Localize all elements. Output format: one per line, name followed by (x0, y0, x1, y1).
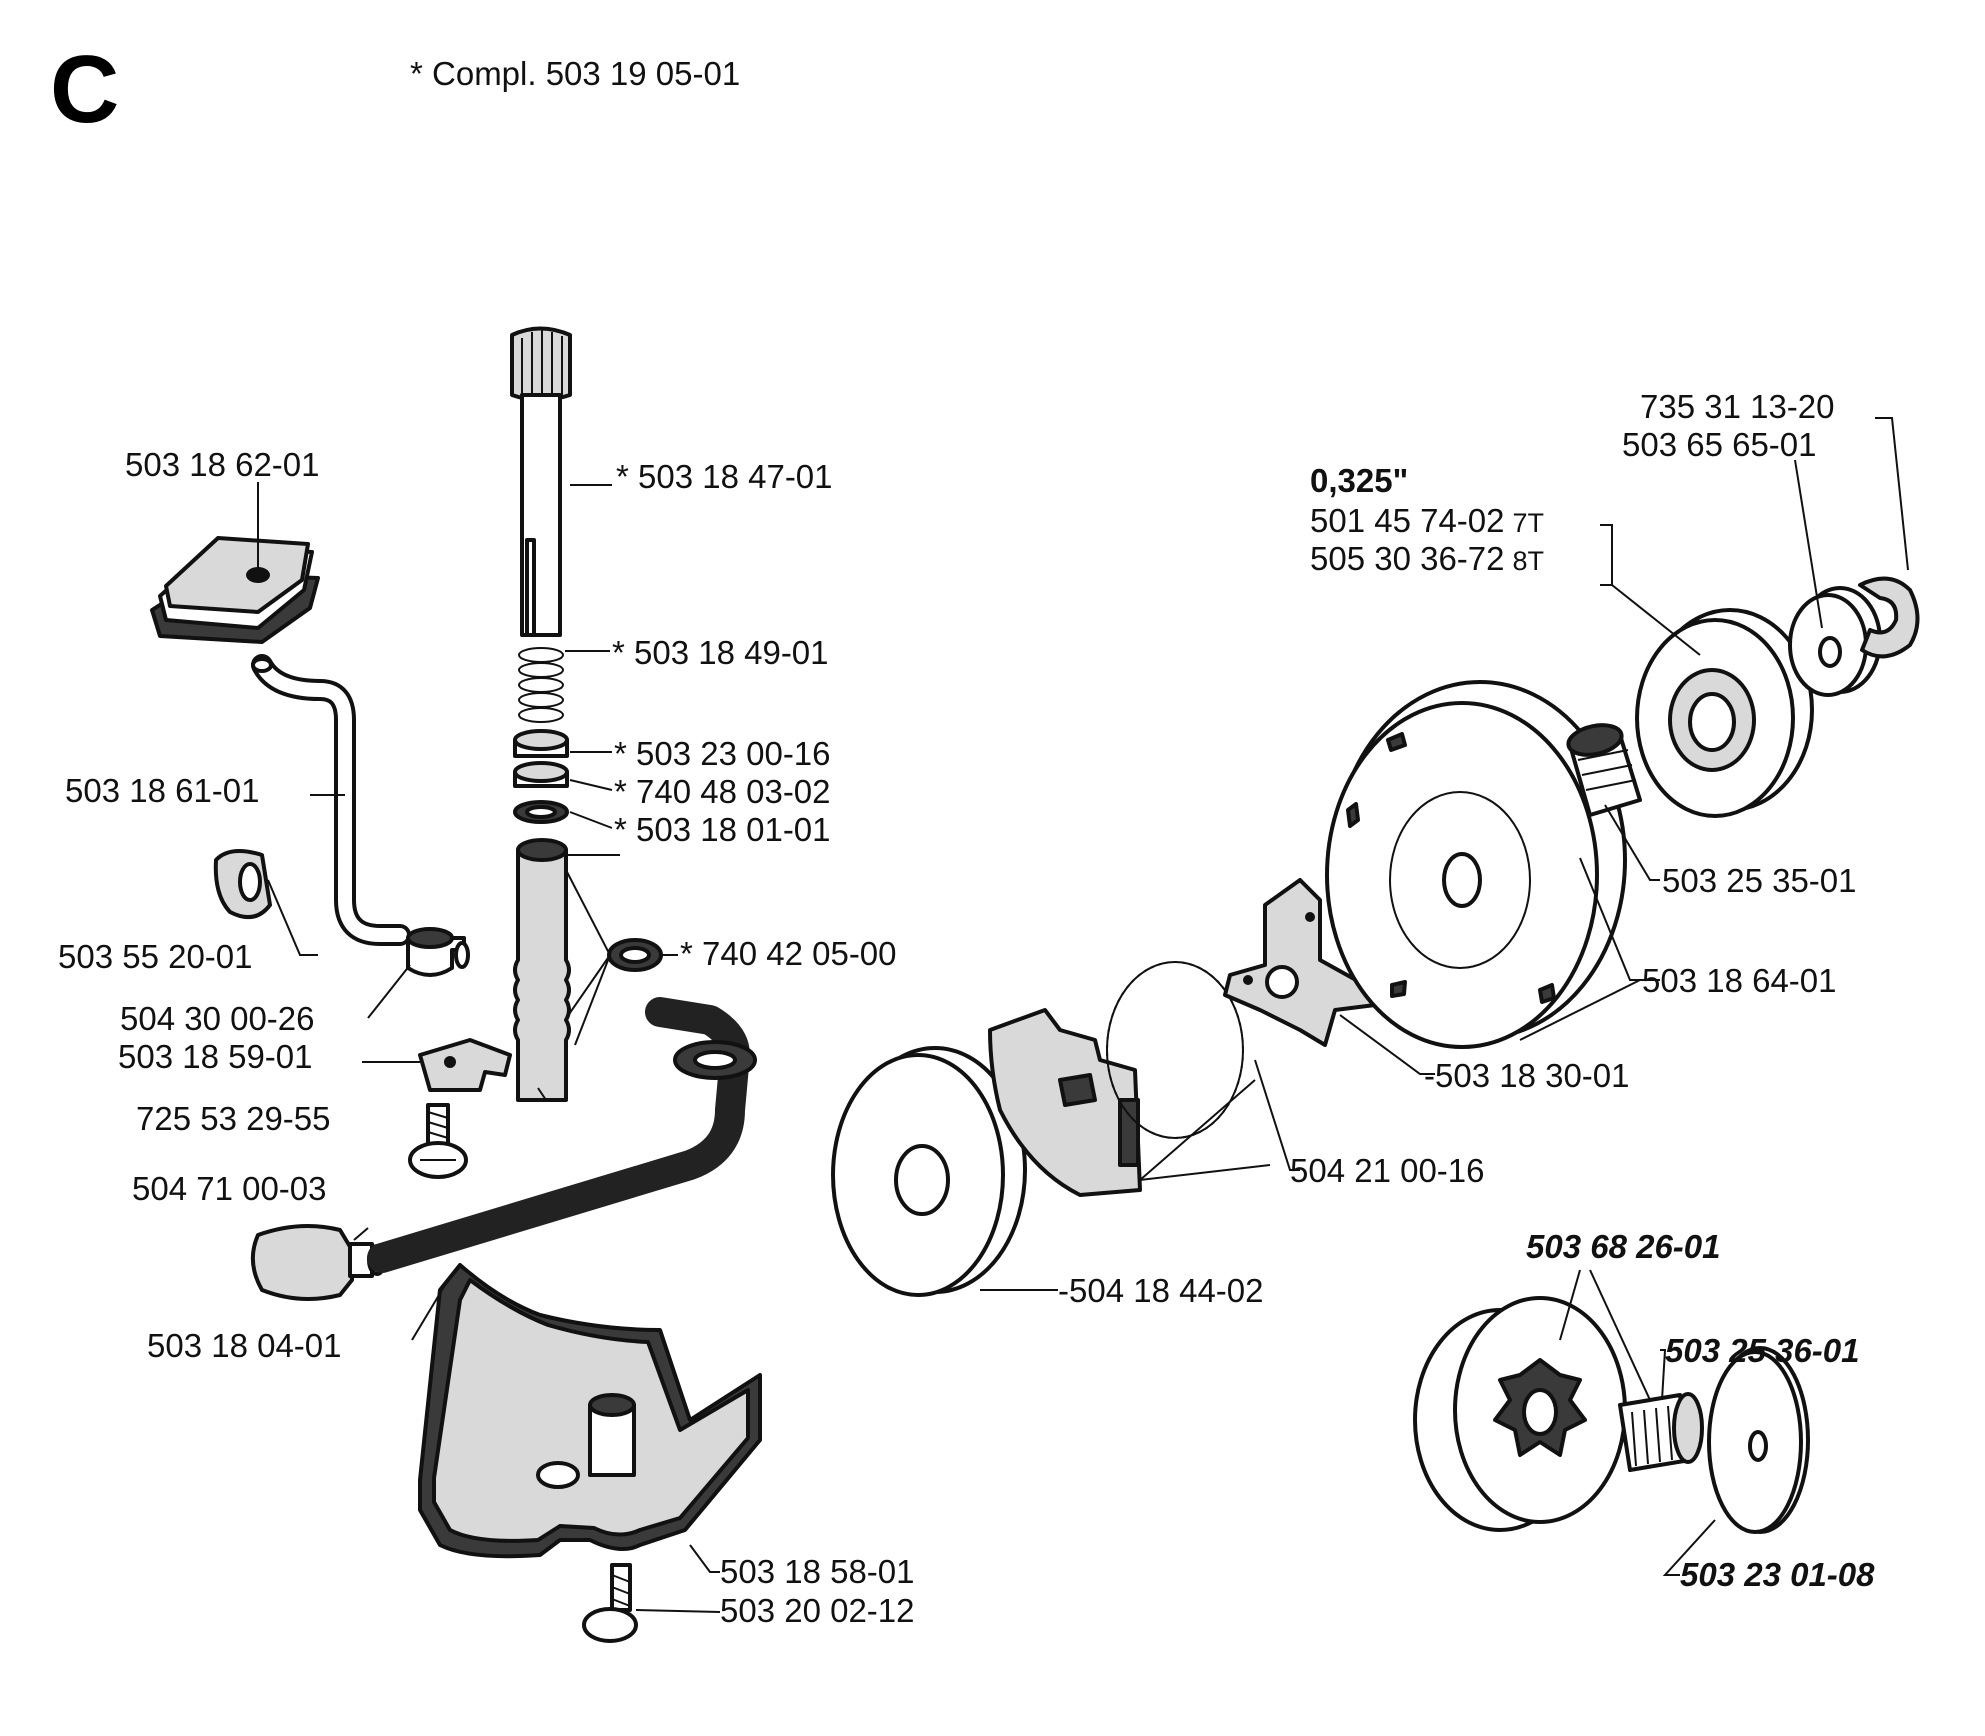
label-washer-small: 503 65 65-01 (1622, 426, 1817, 463)
oil-hose (251, 654, 411, 946)
clutch-spring (1106, 961, 1244, 1139)
pump-spring (518, 647, 564, 723)
leader-lines (257, 417, 1909, 1613)
label-elbow-nipple: 504 30 00-26 (120, 1000, 315, 1037)
pump-housing (513, 838, 571, 1102)
clutch-washer (831, 1046, 1027, 1297)
pump-shaft (510, 326, 572, 637)
suction-hose (367, 997, 757, 1273)
label-oil-hose: 503 18 61-01 (65, 772, 260, 809)
label-clutch-washer: -504 18 44-02 (1058, 1272, 1264, 1309)
alt-clutch-drum (1413, 1296, 1627, 1532)
label-suction-hose: 503 18 04-01 (147, 1327, 342, 1364)
assembly-note: * Compl. 503 19 05-01 (410, 55, 740, 92)
label-vent-cap: 503 18 62-01 (125, 446, 320, 483)
label-pump-spring: * 503 18 49-01 (612, 634, 829, 671)
clutch-drum (1325, 680, 1627, 1049)
plate-screw (582, 1563, 638, 1643)
label-washer-1: * 503 23 00-16 (614, 735, 831, 772)
grommet (213, 849, 272, 920)
needle-bearing (1566, 723, 1642, 817)
label-oil-filter: 504 71 00-03 (132, 1170, 327, 1207)
alt-needle-bearing (1618, 1392, 1704, 1472)
sprocket-rim (1635, 608, 1814, 818)
label-needle-bearing: 503 25 35-01 (1662, 862, 1857, 899)
alt-washer (1707, 1346, 1810, 1534)
label-clutch-spring: 504 21 00-16 (1290, 1152, 1485, 1189)
label-bracket: 503 18 59-01 (118, 1038, 313, 1075)
e-clip (1858, 576, 1920, 659)
label-clutch-drum: 503 18 64-01 (1642, 962, 1837, 999)
clutch-shoe (988, 1008, 1142, 1197)
screw (408, 1103, 468, 1179)
section-letter: C (50, 36, 119, 143)
label-gauge: 0,325" (1310, 462, 1408, 499)
elbow-nipple (406, 927, 470, 977)
label-alt-washer: 503 23 01-08 (1680, 1556, 1875, 1593)
label-o-ring: * 740 42 05-00 (680, 935, 897, 972)
vent-cap (150, 536, 320, 644)
label-alt-drum: 503 68 26-01 (1526, 1228, 1721, 1265)
label-clutch-hub: -503 18 30-01 (1424, 1057, 1630, 1094)
label-pump-shaft: * 503 18 47-01 (616, 458, 833, 495)
guide-plate (418, 1263, 762, 1559)
label-plate-screw: 503 20 02-12 (720, 1592, 915, 1629)
pump-washers (513, 729, 569, 824)
label-e-clip: 735 31 13-20 (1640, 388, 1835, 425)
label-guide-plate: 503 18 58-01 (720, 1553, 915, 1590)
label-washer-2: * 740 48 03-02 (614, 773, 831, 810)
oil-filter (250, 1224, 387, 1301)
label-alt-bearing: 503 25 36-01 (1665, 1332, 1860, 1369)
clutch-hub (1223, 878, 1377, 1047)
label-seal: * 503 18 01-01 (614, 811, 831, 848)
bracket (418, 1038, 512, 1092)
label-screw: 725 53 29-55 (136, 1100, 331, 1137)
label-grommet: 503 55 20-01 (58, 938, 253, 975)
